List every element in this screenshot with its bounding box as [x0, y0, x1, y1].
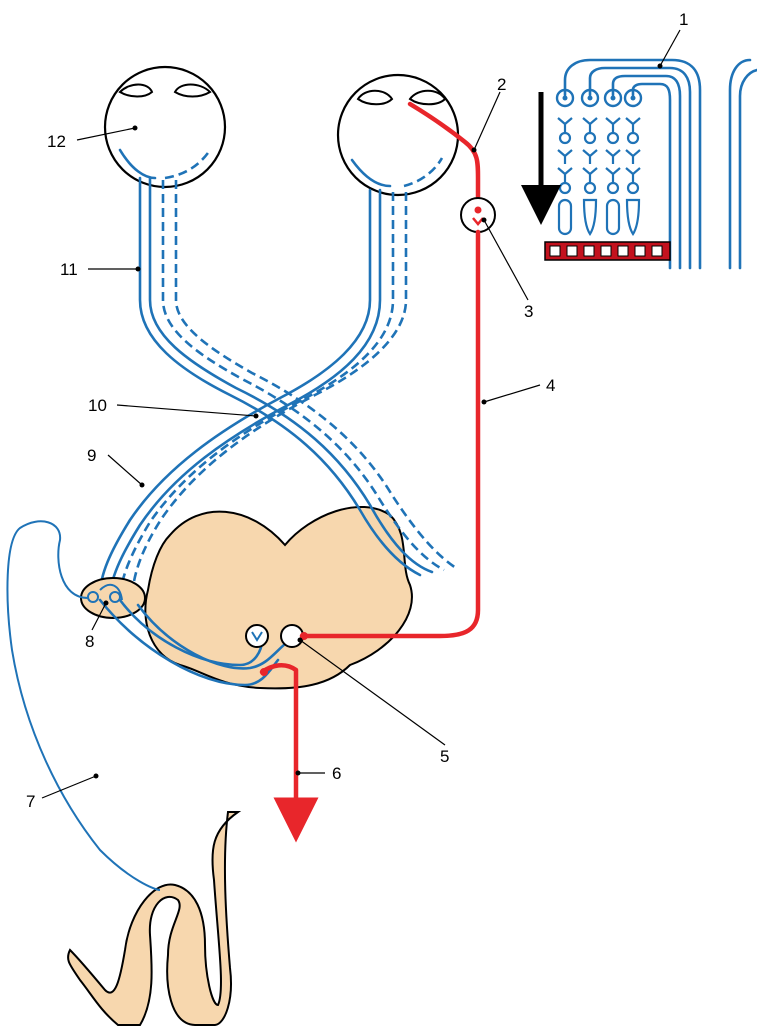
label-11: 11 [60, 260, 78, 279]
label-5: 5 [440, 747, 449, 766]
label-9: 9 [87, 446, 96, 465]
retina-fiber [7, 521, 160, 890]
retina-fold-tissue [68, 812, 238, 1025]
left-optic-nerve [140, 178, 456, 575]
label-7: 7 [26, 792, 35, 811]
label-10: 10 [88, 396, 107, 415]
label-8: 8 [85, 632, 94, 651]
label-2: 2 [497, 75, 506, 94]
retina-inset [541, 60, 757, 268]
signal-pathway [260, 104, 495, 820]
label-1: 1 [679, 10, 688, 29]
label-3: 3 [524, 302, 533, 321]
label-4: 4 [546, 376, 555, 395]
right-eyeball [338, 75, 458, 195]
geniculate-nucleus [81, 578, 145, 618]
left-eyeball [105, 67, 225, 187]
brainstem-nucleus-right [281, 625, 303, 647]
label-6: 6 [332, 764, 341, 783]
label-12: 12 [47, 132, 66, 151]
brainstem-nucleus-left [246, 625, 268, 647]
